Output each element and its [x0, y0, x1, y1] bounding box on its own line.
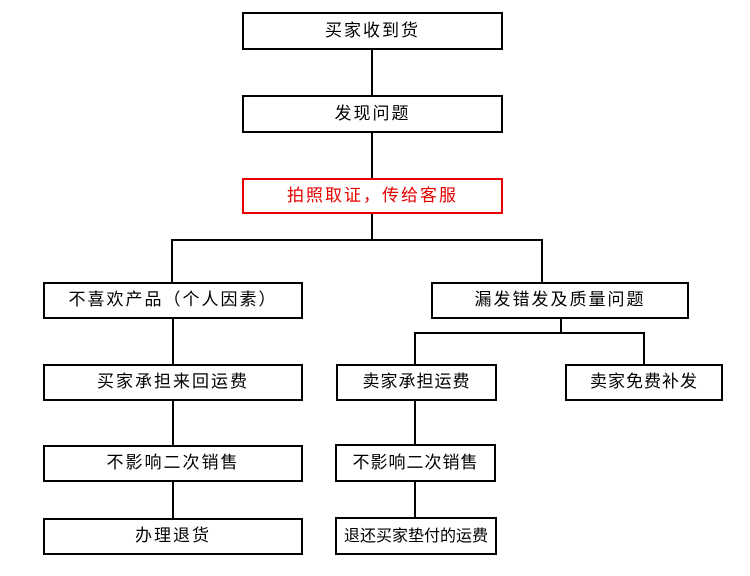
node-refund-advanced-shipping: 退还买家垫付的运费 — [335, 517, 497, 555]
connector-receive-to-problem — [371, 50, 373, 95]
node-no-resale-impact-left-label: 不影响二次销售 — [106, 453, 240, 473]
node-wrong-shipment-quality-label: 漏发错发及质量问题 — [474, 290, 646, 310]
node-buyer-pays-shipping: 买家承担来回运费 — [43, 364, 303, 401]
node-discover-problem: 发现问题 — [242, 95, 503, 133]
node-refund-advanced-shipping-label: 退还买家垫付的运费 — [343, 526, 488, 545]
connector-split1-horizontal — [171, 239, 543, 241]
node-no-resale-impact-mid: 不影响二次销售 — [335, 444, 496, 482]
node-photo-evidence: 拍照取证，传给客服 — [242, 178, 503, 214]
node-seller-free-reship-label: 卖家免费补发 — [590, 372, 698, 392]
connector-wrong-stem — [560, 319, 562, 334]
connector-split1-to-wrong — [541, 239, 543, 282]
node-process-return: 办理退货 — [43, 518, 303, 555]
node-seller-free-reship: 卖家免费补发 — [565, 364, 723, 401]
node-buyer-receives-goods-label: 买家收到货 — [325, 20, 420, 41]
node-buyer-receives-goods: 买家收到货 — [242, 12, 503, 50]
node-buyer-pays-shipping-label: 买家承担来回运费 — [97, 372, 249, 392]
node-photo-evidence-label: 拍照取证，传给客服 — [287, 185, 458, 206]
connector-seller-shipping-to-resale — [414, 401, 416, 444]
connector-split1-to-dislike — [171, 239, 173, 282]
node-dislike-product-label: 不喜欢产品（个人因素） — [68, 290, 278, 310]
connector-split2-to-reship — [643, 332, 645, 364]
connector-split2-horizontal — [414, 332, 645, 334]
node-discover-problem-label: 发现问题 — [334, 103, 411, 124]
node-seller-pays-shipping: 卖家承担运费 — [336, 364, 497, 401]
connector-buyer-shipping-to-resale — [172, 401, 174, 445]
node-wrong-shipment-quality: 漏发错发及质量问题 — [431, 282, 689, 319]
node-process-return-label: 办理退货 — [135, 526, 211, 546]
node-no-resale-impact-left: 不影响二次销售 — [43, 445, 303, 482]
connector-photo-stem — [371, 214, 373, 241]
node-seller-pays-shipping-label: 卖家承担运费 — [362, 372, 471, 392]
connector-problem-to-photo — [371, 133, 373, 178]
connector-resale-to-return — [172, 482, 174, 518]
node-no-resale-impact-mid-label: 不影响二次销售 — [352, 452, 479, 473]
connector-resale-to-refund — [414, 482, 416, 517]
connector-dislike-to-buyer-shipping — [172, 319, 174, 364]
connector-split2-to-seller-shipping — [414, 332, 416, 364]
node-dislike-product: 不喜欢产品（个人因素） — [43, 282, 303, 319]
